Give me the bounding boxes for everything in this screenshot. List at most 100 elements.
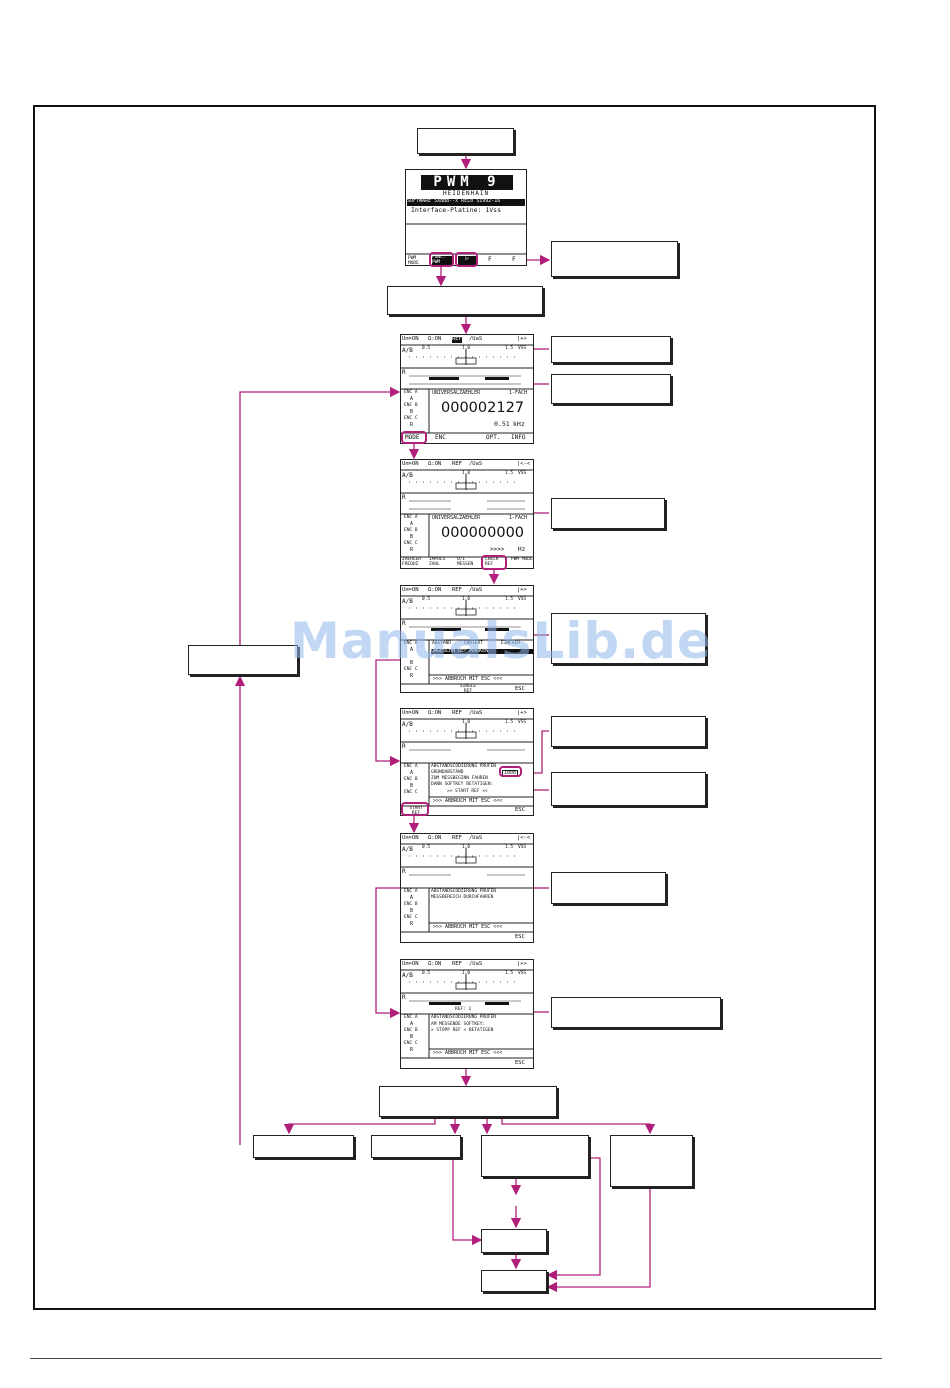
softkey-pwm-mode[interactable]: PWM MODE (408, 256, 419, 266)
softkey-next[interactable]: ▷ (458, 256, 476, 265)
r-label: R (402, 868, 406, 875)
tab-uas: /UaS (469, 336, 483, 342)
softkey-info-box (551, 241, 678, 277)
side-enc-c: ENC C (404, 416, 418, 421)
mode-scale-graphics (401, 469, 533, 558)
check-coding-graphics (401, 718, 533, 807)
side-r: R (410, 673, 414, 679)
softkey-enc[interactable]: ENC (435, 434, 446, 441)
softkey-info[interactable]: INFO (511, 434, 526, 441)
stop-ref-note-box (551, 997, 721, 1028)
counter-value: 000000000 (441, 525, 525, 541)
tab-ref: REF (452, 710, 462, 716)
side-enc-c: ENC C (404, 1041, 418, 1046)
softkey-f1[interactable]: F (488, 256, 492, 263)
scale-unit: VSS (518, 597, 527, 602)
side-a: A (410, 396, 414, 402)
side-enc-a: ENC A (404, 641, 418, 646)
softkey-esc[interactable]: ESC (515, 934, 525, 940)
softkey-opt[interactable]: OPT. (486, 434, 501, 441)
traverse-note-box (551, 872, 666, 904)
footer-rule (30, 1358, 882, 1359)
menu-row-selected[interactable]: UNGESCHN REF-MARKEN (431, 649, 533, 654)
highlight-func-pwm (429, 252, 454, 267)
encoder-screen: Un⊳ON Ω:ON REF /UaS |+> A/B 0.5 1.0 1.5 … (400, 334, 534, 444)
scale-10: 1.0 (462, 346, 471, 351)
stop-ref-graphics (401, 969, 533, 1059)
softkey-esc[interactable]: ESC (515, 1060, 525, 1066)
counter-note-box (551, 374, 671, 404)
tab-uas: /UaS (469, 710, 483, 716)
scale-15: 1.5 (505, 471, 514, 476)
splash-title: PWM 9 (421, 175, 513, 190)
scale-10: 1.0 (462, 720, 471, 725)
softkey-pwm-mode[interactable]: PWM MODE (511, 557, 533, 562)
scale-10: 1.0 (462, 845, 471, 850)
tab-ref: REF (452, 961, 462, 967)
tab-omega-on: Ω:ON (428, 336, 442, 342)
scale-note-box (551, 336, 671, 363)
counter-mode: 1-FACH (509, 390, 528, 396)
softkey-start-ref[interactable]: START REF (409, 806, 423, 816)
highlight-value (499, 766, 522, 777)
tab-ref: REF (452, 336, 462, 343)
axis-label-ab: A/B (402, 472, 413, 479)
softkey-func-pwm[interactable]: FUNC. PWM (432, 255, 452, 265)
start-box (417, 128, 514, 154)
counter-mode: 1-FACH (509, 515, 528, 521)
diagram-frame (33, 105, 876, 1310)
r-label: R (402, 994, 406, 1001)
axis-label-ab: A/B (402, 846, 413, 853)
scale-05: 0.5 (422, 597, 431, 602)
counter-title: UNIVERSALZAEHLER (432, 515, 481, 521)
spacing-note-box (551, 716, 706, 747)
return-box (188, 645, 298, 675)
side-r: R (410, 547, 414, 553)
traverse-screen: Un⊳ON Ω:ON REF /UaS |<-< A/B 0.5 1.0 1.5… (400, 833, 534, 943)
check-coding-screen: Un⊳ON Ω:ON REF /UaS |+> A/B 1.0 1.5 VSS … (400, 708, 534, 816)
tab-omega-on: Ω:ON (428, 961, 442, 967)
check-line-start-ref: >> START REF << (447, 789, 488, 794)
tab-un-on: Un⊳ON (402, 710, 419, 716)
result-branch-1-box (253, 1135, 354, 1158)
softkey-single-ref[interactable]: SINGLE REF (459, 684, 477, 693)
highlight-check-ref (481, 555, 507, 570)
end-box (481, 1270, 547, 1292)
frequency-unit: kHz (513, 420, 525, 428)
softkey-f2[interactable]: F (512, 256, 516, 263)
result-box (379, 1086, 557, 1117)
side-enc-a: ENC A (404, 764, 418, 769)
softkey-counter-freq[interactable]: ZAEHLER FREQUZ (402, 557, 421, 567)
side-enc-c: ENC C (404, 915, 418, 920)
tab-direction: |+> (517, 961, 527, 967)
softkey-esc[interactable]: ESC (515, 686, 525, 692)
softkey-check-ref[interactable]: CHECK REF (485, 557, 499, 567)
ref-select-screen: Un⊳ON Ω:ON REF /UaS |+> A/B 0.5 1.0 1.5 … (400, 585, 534, 693)
r-label: R (402, 369, 406, 376)
scale-15: 1.5 (505, 720, 514, 725)
side-a: A (410, 895, 414, 901)
axis-label-ab: A/B (402, 347, 413, 354)
highlight-mode (401, 431, 427, 444)
softkey-esc[interactable]: ESC (515, 807, 525, 813)
counter-title: UNIVERSALZAEHLER (432, 390, 481, 396)
side-enc-b: ENC B (404, 528, 418, 533)
abort-hint: >>> ABBRUCH MIT ESC <<< (433, 1050, 503, 1056)
watermark: ManualsLib.de (290, 612, 712, 670)
splash-interface-line: Interface-Platine: 1Vss (411, 206, 502, 214)
tab-un-on: Un⊳ON (402, 336, 419, 342)
side-a: A (410, 1021, 414, 1027)
ref-select-graphics (401, 595, 533, 685)
tab-omega-on: Ω:ON (428, 587, 442, 593)
side-enc-a: ENC A (404, 515, 418, 520)
softkey-ui-measure[interactable]: U/I MESSEN (457, 557, 474, 567)
tab-un-on: Un⊳ON (402, 587, 419, 593)
tab-omega-on: Ω:ON (428, 461, 442, 467)
softkey-mode[interactable]: MODE (405, 434, 420, 441)
check-line-title: ABSTANDSCODIERUNG PRUFEN (431, 764, 497, 769)
splash-software-line: SOFTWARE 5X8B8--x REL0 S1992-16 (407, 199, 525, 206)
scale-05: 0.5 (422, 346, 431, 351)
side-enc-c: ENC C (404, 790, 418, 795)
tab-uas: /UaS (469, 835, 483, 841)
softkey-pulse-count[interactable]: IMPULS ZAHL (429, 557, 446, 567)
